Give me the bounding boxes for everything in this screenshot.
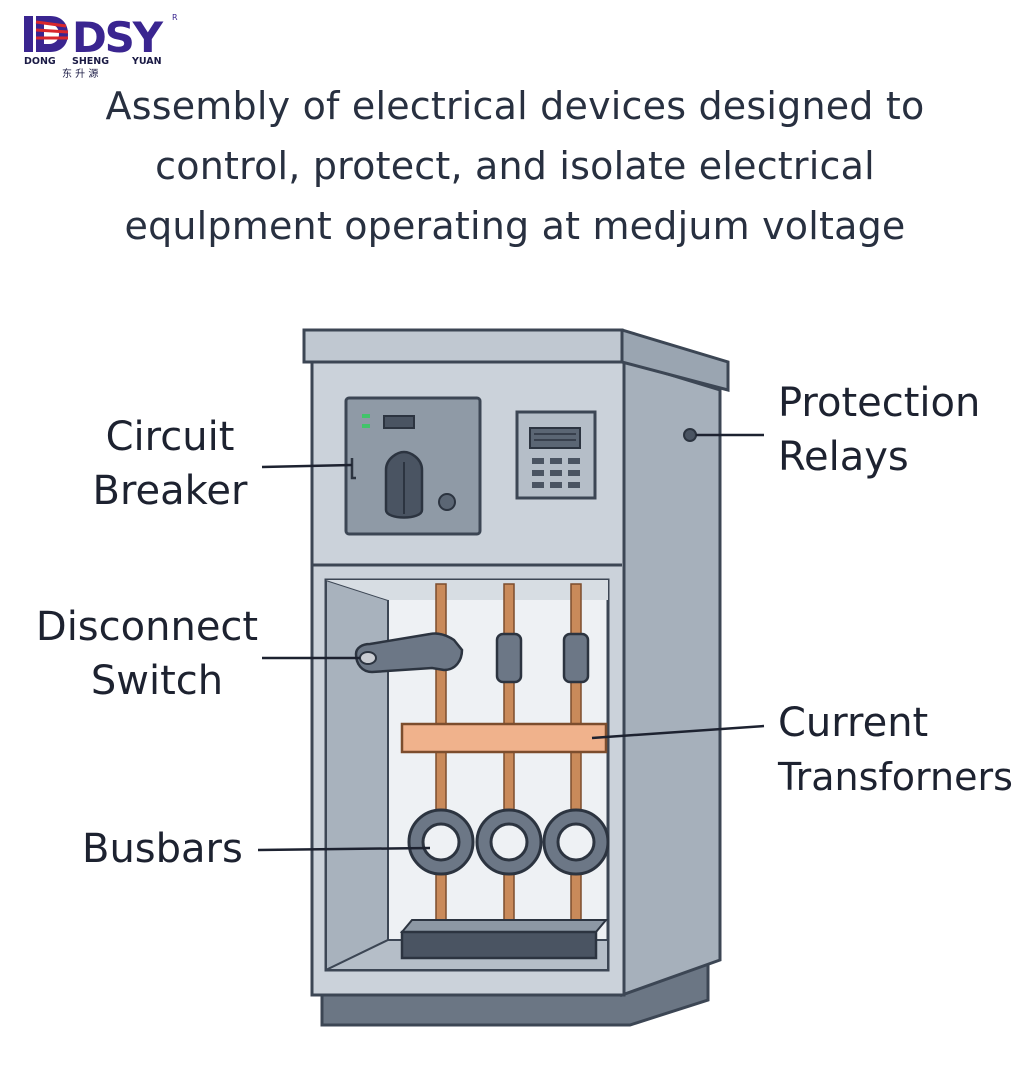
label-circuit-breaker-line-2: Breaker xyxy=(92,468,248,514)
label-protection-relays-line-2: Relays xyxy=(778,434,909,480)
leader-circuit-breaker xyxy=(261,463,353,469)
headline-line-2: control, protect, and isolate electrical xyxy=(155,144,875,188)
label-busbars: Busbars xyxy=(82,822,243,876)
label-protection-relays: Protection Relays xyxy=(778,376,980,484)
label-circuit-breaker-line-1: Circuit xyxy=(105,414,235,460)
logo-registered: R xyxy=(172,13,178,22)
label-current-transformers: Current Transforners xyxy=(778,696,1013,804)
label-disconnect-switch-line-2: Switch xyxy=(90,658,224,704)
headline-line-1: Assembly of electrical devices designed … xyxy=(105,84,925,128)
leader-lines xyxy=(257,433,765,852)
logo-company-2: SHENG xyxy=(72,56,109,67)
logo-company-1: DONG xyxy=(24,56,56,67)
circuit-breaker-unit xyxy=(344,396,482,536)
support-block xyxy=(399,919,609,960)
horizontal-busbar xyxy=(400,722,608,754)
logo-company-3: YUAN xyxy=(131,56,162,67)
label-busbars-line-1: Busbars xyxy=(82,826,243,872)
leader-busbars xyxy=(257,846,431,852)
label-disconnect-switch: Disconnect Switch xyxy=(32,600,262,708)
disconnect-switch-arm xyxy=(354,632,464,674)
label-protection-relays-line-1: Protection xyxy=(778,380,981,426)
logo-mark-text: DSY xyxy=(72,13,164,62)
side-indicator-dot xyxy=(683,428,697,442)
leader-current-transformers xyxy=(591,724,765,740)
cabinet-roof xyxy=(302,328,730,392)
label-disconnect-switch-line-1: Disconnect xyxy=(35,604,259,650)
logo-mark xyxy=(24,16,69,52)
cabinet-side xyxy=(620,357,722,998)
label-current-transformers-line-2: Transforners xyxy=(778,755,1013,799)
label-circuit-breaker: Circuit Breaker xyxy=(90,410,250,518)
label-current-transformers-line-1: Current xyxy=(778,700,929,746)
logo-chinese: 东 升 源 xyxy=(62,67,98,80)
ring-transformers xyxy=(407,808,610,876)
dsy-logo: DSY R DONG SHENG YUAN 东 升 源 xyxy=(24,13,178,80)
relay-panel xyxy=(515,410,597,500)
insulators xyxy=(495,632,590,684)
headline-line-3: equlpment operating at medjum voltage xyxy=(124,204,906,248)
